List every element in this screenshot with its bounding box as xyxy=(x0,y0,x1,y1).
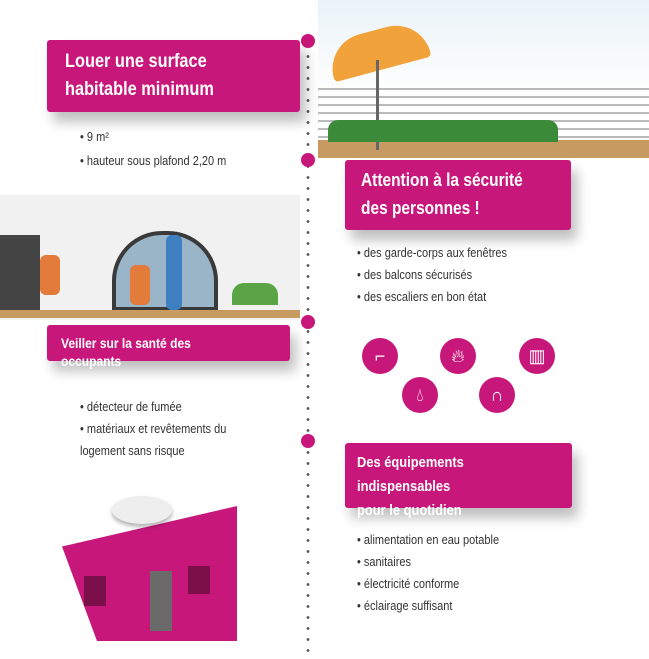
title-line: Des équipements indispensables xyxy=(357,454,464,495)
list-item: éclairage suffisant xyxy=(357,595,499,617)
title-line: Veiller sur la santé des occupants xyxy=(61,335,191,369)
safety-list: des garde-corps aux fenêtres des balcons… xyxy=(357,242,527,308)
title-line: des personnes ! xyxy=(361,198,480,218)
timeline-node xyxy=(301,34,315,48)
timeline-node xyxy=(301,315,315,329)
list-item: des balcons sécurisés xyxy=(357,264,507,286)
list-item: des garde-corps aux fenêtres xyxy=(357,242,507,264)
section-title-surface: Louer une surface habitable minimum xyxy=(47,40,300,112)
title-line: Louer une surface xyxy=(65,51,207,72)
list-item: logement sans risque xyxy=(80,444,185,458)
list-item: alimentation en eau potable xyxy=(357,529,499,551)
timeline-dotted-line xyxy=(306,40,310,655)
title-line: habitable minimum xyxy=(65,79,214,100)
surface-list: 9 m² hauteur sous plafond 2,20 m xyxy=(80,125,246,173)
timeline-node xyxy=(301,153,315,167)
terrace-illustration xyxy=(318,0,649,160)
list-item: matériaux et revêtements du xyxy=(80,418,226,440)
radiator-valve-icon: ▥ xyxy=(519,338,555,374)
drain-pipe-icon: ∩ xyxy=(479,377,515,413)
equipment-list: alimentation en eau potable sanitaires é… xyxy=(357,529,518,617)
flame-icon: 🔥︎ xyxy=(440,338,476,374)
section-title-health: Veiller sur la santé des occupants xyxy=(47,325,290,369)
list-item: des escaliers en bon état xyxy=(357,286,507,308)
title-line: Attention à la sécurité xyxy=(361,170,523,190)
living-room-illustration xyxy=(0,195,300,320)
smoke-detector-illustration xyxy=(62,486,237,641)
section-title-safety: Attention à la sécurité des personnes ! xyxy=(345,160,571,230)
health-list: détecteur de fumée matériaux et revêteme… xyxy=(80,396,246,462)
section-title-equipment: Des équipements indispensables pour le q… xyxy=(345,443,572,519)
timeline-node xyxy=(301,434,315,448)
list-item: détecteur de fumée xyxy=(80,396,226,418)
water-drop-icon: 💧︎ xyxy=(402,377,438,413)
faucet-icon: ⌐ xyxy=(362,338,398,374)
list-item: sanitaires xyxy=(357,551,499,573)
list-item: électricité conforme xyxy=(357,573,499,595)
list-item: hauteur sous plafond 2,20 m xyxy=(80,149,226,173)
list-item: 9 m² xyxy=(80,125,226,149)
title-line: pour le quotidien xyxy=(357,502,462,519)
